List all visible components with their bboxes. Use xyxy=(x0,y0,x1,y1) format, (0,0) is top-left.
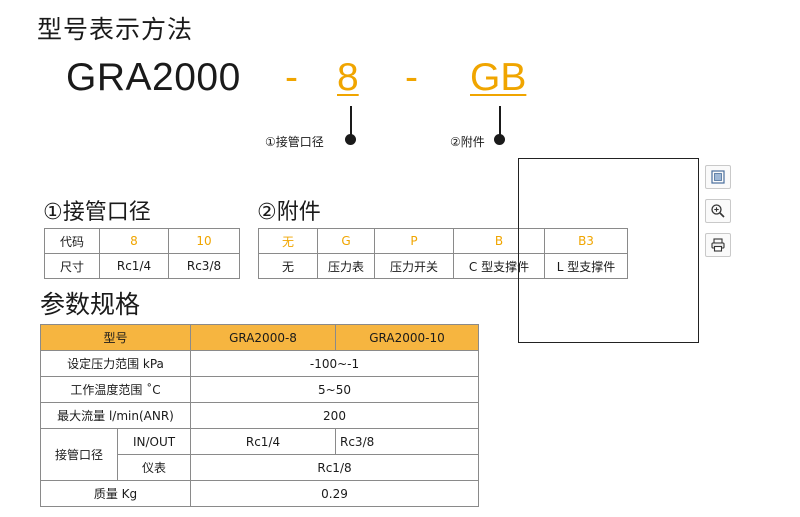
table-row: 无 G P B B3 xyxy=(258,228,628,254)
table-cell: B3 xyxy=(544,228,628,254)
spec-table: 型号 GRA2000-8 GRA2000-10 设定压力范围 kPa -100~… xyxy=(40,324,479,507)
model-base: GRA2000 xyxy=(66,56,241,99)
table-cell: IN/OUT xyxy=(117,428,191,455)
table-cell: 压力表 xyxy=(317,253,375,279)
table-row: 代码 8 10 xyxy=(44,228,240,254)
fit-page-button[interactable] xyxy=(705,165,731,189)
leader-line-port xyxy=(350,106,352,136)
table-cell: 最大流量 l/min(ANR) xyxy=(40,402,191,429)
table-row: 接管口径 IN/OUT Rc1/4 Rc3/8 xyxy=(40,428,479,481)
table-cell: 接管口径 xyxy=(40,428,118,481)
table-cell: 仪表 xyxy=(117,454,191,481)
table-cell: Rc3/8 xyxy=(168,253,240,279)
table-cell: 10 xyxy=(168,228,240,254)
table-cell: 5~50 xyxy=(190,376,479,403)
label-accessory: ②附件 xyxy=(450,135,485,149)
table-header-cell: 型号 xyxy=(40,324,191,351)
table-cell: G xyxy=(317,228,375,254)
model-code-port: 8 xyxy=(337,56,359,99)
table-row: 设定压力范围 kPa -100~-1 xyxy=(40,350,479,377)
table-header-cell: GRA2000-8 xyxy=(190,324,336,351)
model-dash-1: - xyxy=(285,56,298,99)
port-table: 代码 8 10 尺寸 Rc1/4 Rc3/8 xyxy=(44,228,240,279)
table-row: 仪表 Rc1/8 xyxy=(41,454,479,481)
table-header-cell: GRA2000-10 xyxy=(335,324,479,351)
table-row: 尺寸 Rc1/4 Rc3/8 xyxy=(44,253,240,279)
table-cell: L 型支撑件 xyxy=(544,253,628,279)
section-accessory-title: ②附件 xyxy=(257,200,321,225)
table-cell: Rc1/4 xyxy=(99,253,169,279)
table-cell: Rc1/8 xyxy=(190,454,479,481)
table-cell: 200 xyxy=(190,402,479,429)
table-cell: 无 xyxy=(258,253,318,279)
selection-overlay[interactable] xyxy=(518,158,699,343)
table-cell: Rc1/4 xyxy=(190,428,336,455)
table-cell: 8 xyxy=(99,228,169,254)
table-cell: -100~-1 xyxy=(190,350,479,377)
label-port: ①接管口径 xyxy=(265,135,324,149)
table-cell: 无 xyxy=(258,228,318,254)
table-cell: 代码 xyxy=(44,228,100,254)
table-row: 无 压力表 压力开关 C 型支撑件 L 型支撑件 xyxy=(258,253,628,279)
model-dash-2: - xyxy=(405,56,418,99)
table-header-row: 型号 GRA2000-8 GRA2000-10 xyxy=(40,324,479,351)
fit-page-icon xyxy=(711,170,725,184)
print-button[interactable] xyxy=(705,233,731,257)
table-cell: 0.29 xyxy=(190,480,479,507)
table-row: 质量 Kg 0.29 xyxy=(40,480,479,507)
leader-dot-accessory xyxy=(494,134,505,145)
zoom-in-icon xyxy=(711,204,725,218)
leader-dot-port xyxy=(345,134,356,145)
table-row: 最大流量 l/min(ANR) 200 xyxy=(40,402,479,429)
page-title: 型号表示方法 xyxy=(37,15,194,44)
table-cell: 尺寸 xyxy=(44,253,100,279)
section-spec-title: 参数规格 xyxy=(40,290,141,319)
table-cell: Rc3/8 xyxy=(335,428,479,455)
table-cell: 工作温度范围 ˚C xyxy=(40,376,191,403)
table-cell: 质量 Kg xyxy=(40,480,191,507)
table-cell: C 型支撑件 xyxy=(453,253,545,279)
print-icon xyxy=(711,238,725,252)
table-cell: 设定压力范围 kPa xyxy=(40,350,191,377)
zoom-in-button[interactable] xyxy=(705,199,731,223)
leader-line-accessory xyxy=(499,106,501,136)
model-code-accessory: GB xyxy=(470,56,527,99)
table-cell: 压力开关 xyxy=(374,253,454,279)
table-cell: P xyxy=(374,228,454,254)
table-row: 工作温度范围 ˚C 5~50 xyxy=(40,376,479,403)
accessory-table: 无 G P B B3 无 压力表 压力开关 C 型支撑件 L 型支撑件 xyxy=(258,228,628,279)
section-port-title: ①接管口径 xyxy=(43,200,151,225)
